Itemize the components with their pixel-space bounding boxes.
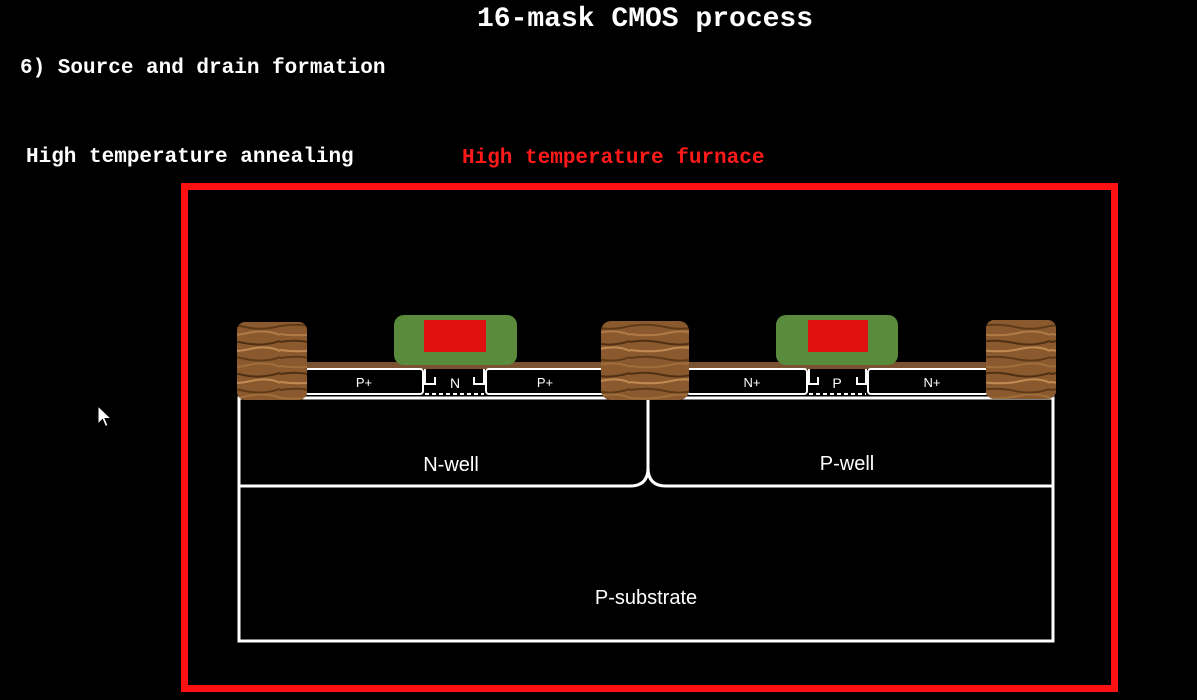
field-oxide-right: [986, 320, 1056, 399]
step-heading: 6) Source and drain formation: [20, 57, 386, 80]
field-oxide-center: [601, 321, 689, 400]
pmos-channel-label: N: [450, 375, 460, 391]
pmos-ldd-left: [424, 369, 436, 385]
nmos-channel-label: P: [832, 375, 841, 391]
nmos-gate-poly: [808, 320, 868, 352]
slide-title: 16-mask CMOS process: [476, 4, 814, 35]
nmos-ldd-left: [808, 369, 819, 385]
nmos-ldd-right: [856, 369, 867, 385]
p-substrate-label: P-substrate: [595, 587, 697, 609]
n-well-label: N-well: [423, 454, 479, 476]
pmos-ldd-right: [473, 369, 485, 385]
nmos-drain-label: N+: [924, 375, 941, 390]
p-well-label: P-well: [820, 453, 874, 475]
furnace-frame: [181, 183, 1118, 692]
p-well-boundary: [646, 398, 1053, 488]
nmos-source-label: N+: [744, 375, 761, 390]
mouse-cursor-icon: [97, 405, 113, 428]
pmos-drain-label: P+: [537, 375, 553, 390]
pmos-source-label: P+: [356, 375, 372, 390]
pmos-gate-poly: [424, 320, 486, 352]
field-oxide-left: [237, 322, 307, 400]
annealing-label: High temperature annealing: [26, 146, 354, 169]
furnace-label: High temperature furnace: [462, 147, 765, 170]
